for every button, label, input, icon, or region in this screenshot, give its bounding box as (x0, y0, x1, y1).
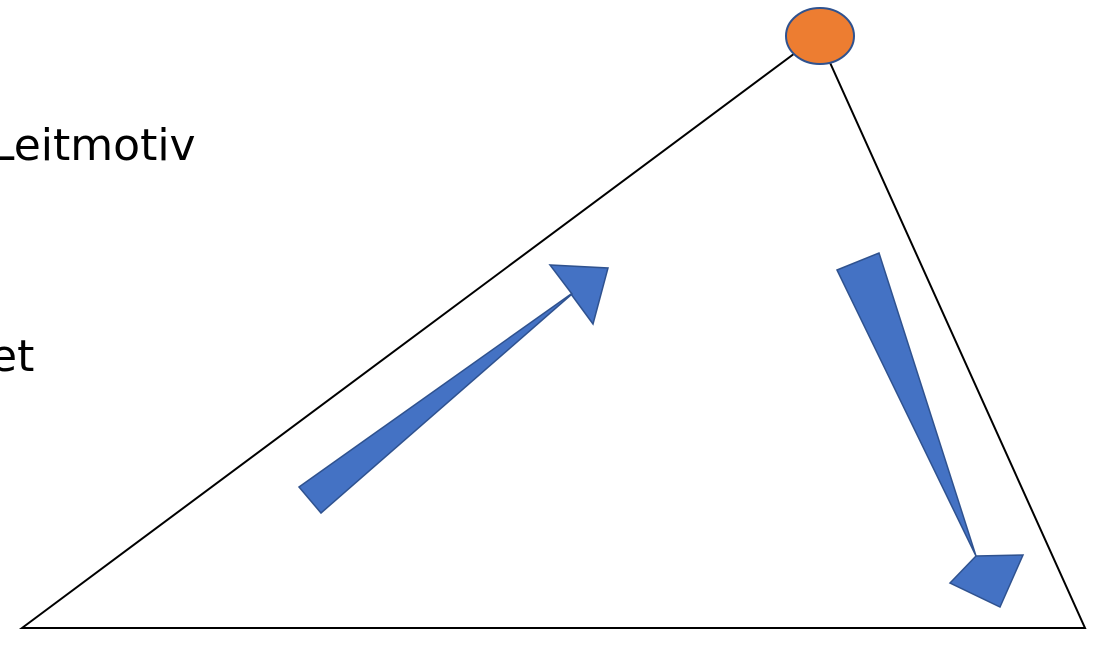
text-fragment-et: et (0, 331, 35, 382)
arrow-down-right (835, 252, 1025, 609)
text-fragment-leitmotiv: Leitmotiv (0, 120, 196, 171)
apex-node (785, 7, 855, 65)
arrow-up-right (297, 264, 609, 515)
triangle-outline (18, 34, 1087, 629)
